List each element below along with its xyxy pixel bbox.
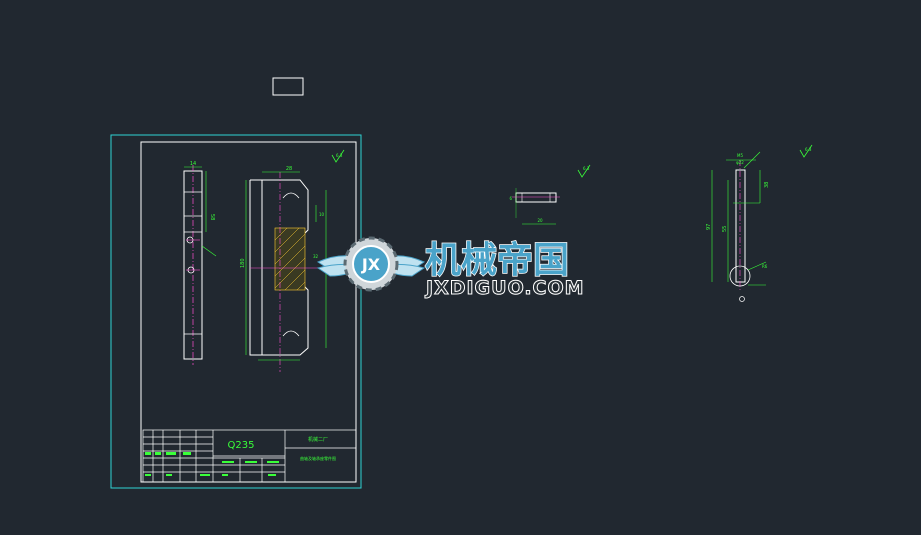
drawing-sheet: Q235 机械二厂 曲轴及轴承座零件图 6.3 bbox=[110, 134, 362, 489]
dim-m5: M5 bbox=[737, 153, 743, 158]
part-side-view bbox=[183, 165, 217, 365]
part-front-view bbox=[245, 171, 327, 372]
company-label: 机械二厂 bbox=[308, 436, 328, 443]
title-block-small-text bbox=[145, 452, 279, 476]
watermark-en-text: JXDIGUO.COM bbox=[424, 277, 585, 299]
material-label: Q235 bbox=[228, 440, 255, 451]
detail-pin bbox=[711, 151, 767, 302]
watermark-logo: JX 机械帝国 JXDIGUO.COM bbox=[316, 236, 585, 300]
roughness-symbol-sheet bbox=[331, 149, 345, 163]
dim-28: 28 bbox=[286, 166, 292, 172]
dim-10: 10 bbox=[319, 212, 325, 217]
dim-180: 180 bbox=[240, 258, 246, 268]
roughness-value-right: 6.3 bbox=[805, 147, 812, 152]
dim-58: 58 bbox=[209, 214, 215, 220]
dim-55: 55 bbox=[722, 226, 728, 232]
dim-phi22: φ22 bbox=[736, 160, 744, 165]
roughness-symbol-right bbox=[799, 144, 813, 158]
emblem-letters: JX bbox=[361, 255, 381, 274]
sheet-outer-frame bbox=[110, 134, 362, 489]
dim-14: 14 bbox=[190, 161, 196, 167]
part-name-label: 曲轴及轴承座零件图 bbox=[300, 455, 336, 461]
dim-r6: R6 bbox=[762, 264, 768, 269]
dim-38: 38 bbox=[764, 182, 770, 188]
dim-6: 6 bbox=[509, 196, 512, 201]
roughness-symbol-middle bbox=[577, 164, 591, 178]
title-block bbox=[142, 429, 357, 483]
sheet-inner-border bbox=[140, 141, 357, 483]
detail-small-plate bbox=[512, 188, 560, 225]
dim-32: 32 bbox=[313, 254, 319, 259]
dim-20: 20 bbox=[537, 218, 543, 223]
watermark-cn-text: 机械帝国 bbox=[425, 240, 569, 281]
dim-97: 97 bbox=[706, 224, 712, 230]
roughness-value-middle: 6.3 bbox=[583, 166, 590, 171]
roughness-value-sheet: 6.3 bbox=[336, 153, 343, 158]
selection-box[interactable] bbox=[272, 77, 304, 96]
